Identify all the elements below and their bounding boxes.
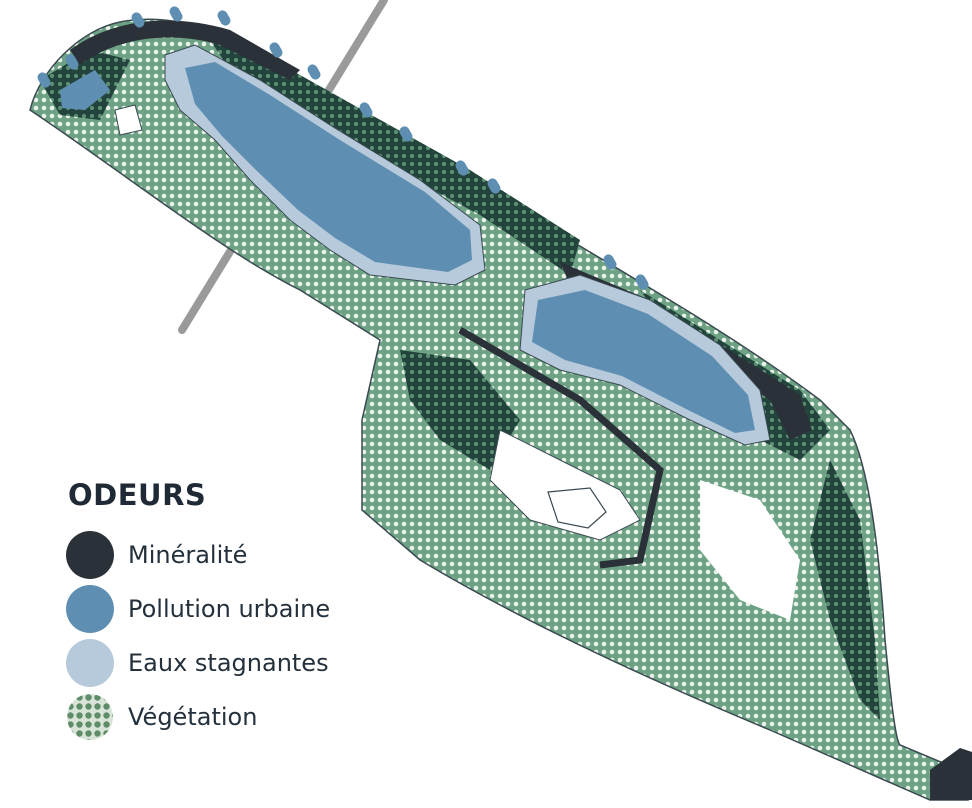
legend-label: Pollution urbaine [128,595,331,623]
legend-label: Végétation [128,703,258,731]
dense-vegetation-north [210,40,580,275]
odour-mark [455,160,469,176]
mineral-strip-north [70,20,300,80]
odour-mark [131,12,145,28]
legend-item-eaux: Eaux stagnantes [66,636,330,690]
blue-circle-icon [66,585,114,633]
odour-mark [359,102,373,118]
clearing-south [700,480,800,620]
dotted-circle-icon [67,694,113,740]
odour-mark [37,72,51,88]
water-basin-northwest [60,70,110,110]
legend: ODEURS Minéralité Pollution urbaine Eaux… [66,478,330,744]
odour-mark [269,42,283,58]
light-blue-circle-icon [66,639,114,687]
dark-circle-icon [66,531,114,579]
odour-mark [487,178,501,194]
legend-item-pollution: Pollution urbaine [66,582,330,636]
odour-mark [603,254,617,270]
mineral-corner [930,748,972,800]
mineral-path [458,326,664,569]
odour-mark [399,126,413,142]
water-basin-west-deep [185,62,472,272]
legend-item-mineralite: Minéralité [66,528,330,582]
dense-vegetation-south [810,460,880,720]
odour-mark [169,6,183,22]
legend-title: ODEURS [68,478,207,512]
odour-mark [307,64,321,80]
legend-label: Eaux stagnantes [128,649,329,677]
odour-mark [217,10,231,26]
odour-marks [37,6,649,290]
odour-mark [65,54,79,70]
legend-item-vegetation: Végétation [66,690,330,744]
clearing-northwest [114,104,143,136]
legend-label: Minéralité [128,541,248,569]
odour-mark [635,274,649,290]
dense-vegetation-center [400,350,520,470]
water-basin-east-deep [532,290,755,433]
clearing-pond [547,487,607,529]
